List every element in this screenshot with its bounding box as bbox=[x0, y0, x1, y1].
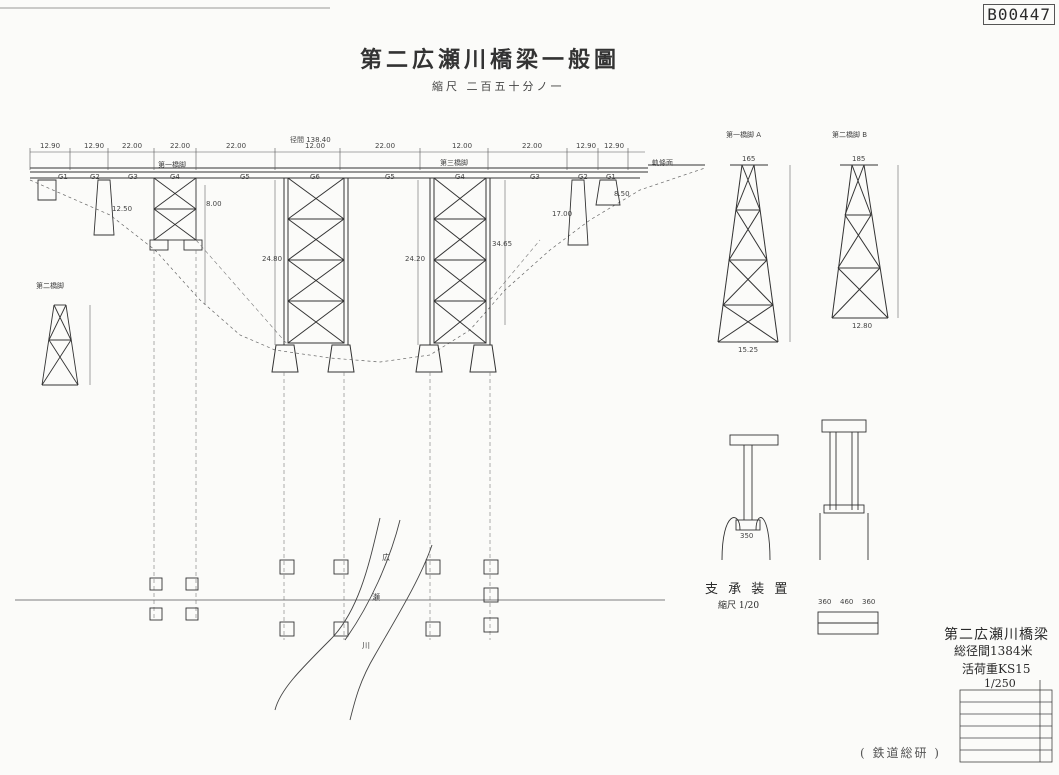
bearing-title: 支 承 装 置 bbox=[705, 582, 791, 597]
girder-label-6: G6 bbox=[310, 173, 320, 181]
span-label-2: 12.90 bbox=[84, 142, 105, 150]
girder-label-5: G5 bbox=[240, 173, 250, 181]
bent-1-truss bbox=[149, 177, 203, 251]
span-label-4: 22.00 bbox=[170, 142, 191, 150]
bearing-scale: 縮尺 1/20 bbox=[718, 601, 760, 611]
span-label-8: 12.00 bbox=[452, 142, 473, 150]
bent-1-label: 第一橋脚 bbox=[158, 161, 186, 169]
river-label-2: 瀬 bbox=[372, 593, 380, 602]
river-banks bbox=[274, 517, 433, 721]
tower-3-label: 第三橋脚 bbox=[440, 159, 468, 167]
pier-height-7: 8.50 bbox=[614, 190, 630, 198]
drawing-scale: 縮尺 二百五十分ノ一 bbox=[432, 80, 565, 93]
pier-height-2: 8.00 bbox=[206, 200, 222, 208]
drawing-title: 第二広瀬川橋梁一般圖 bbox=[360, 47, 621, 73]
span-label-11: 12.90 bbox=[604, 142, 625, 150]
title-block-scale: 1/250 bbox=[984, 677, 1016, 690]
span-label-3: 22.00 bbox=[122, 142, 143, 150]
side-view-b-top-dim: 185 bbox=[852, 155, 866, 163]
ground-profile bbox=[29, 167, 706, 363]
span-label-9: 22.00 bbox=[522, 142, 543, 150]
span-dimension-line bbox=[29, 148, 645, 170]
tower-2-truss bbox=[271, 177, 355, 373]
title-block-frame bbox=[959, 680, 1053, 763]
rail-level-label: 軌條面 bbox=[652, 159, 673, 167]
bearing-dim-3: 460 bbox=[840, 598, 854, 606]
bearing-dim-2: 360 bbox=[818, 598, 832, 606]
dimension-ticks bbox=[89, 165, 899, 385]
total-span-label: 径間 138.40 bbox=[290, 136, 331, 144]
girder-label-2: G2 bbox=[90, 173, 100, 181]
pier-height-4: 24.20 bbox=[405, 255, 426, 263]
plan-footings bbox=[149, 559, 499, 637]
girder-label-7: G5 bbox=[385, 173, 395, 181]
girder-label-11: G1 bbox=[606, 173, 616, 181]
span-label-7: 22.00 bbox=[375, 142, 396, 150]
side-view-a-tower bbox=[717, 164, 779, 343]
title-block-load: 活荷重KS15 bbox=[962, 662, 1031, 676]
river-label-1: 広 bbox=[382, 553, 390, 562]
title-block-name: 第二広瀬川橋梁 bbox=[944, 627, 1049, 643]
span-label-10: 12.90 bbox=[576, 142, 597, 150]
girder-label-3: G3 bbox=[128, 173, 138, 181]
girder-label-8: G4 bbox=[455, 173, 465, 181]
side-view-a-base-dim: 15.25 bbox=[738, 346, 759, 354]
bearing-detail bbox=[721, 419, 879, 635]
footer-note: ( 鉄道総研 ) bbox=[860, 746, 941, 760]
pier-height-1: 12.50 bbox=[112, 205, 133, 213]
pier-height-5: 34.65 bbox=[492, 240, 513, 248]
river-label-3: 川 bbox=[362, 641, 370, 650]
girder-label-4: G4 bbox=[170, 173, 180, 181]
side-view-a-label: 第一橋脚 A bbox=[726, 131, 762, 139]
pier-height-3: 24.80 bbox=[262, 255, 283, 263]
span-label-6: 12.00 bbox=[305, 142, 326, 150]
side-view-b-base-dim: 12.80 bbox=[852, 322, 873, 330]
bearing-dim-1: 350 bbox=[740, 532, 754, 540]
bearing-dim-4: 360 bbox=[862, 598, 876, 606]
small-piers bbox=[37, 179, 621, 246]
guide-lines bbox=[153, 239, 541, 640]
bent-detail-label: 第二橋脚 bbox=[36, 282, 64, 290]
girder-label-9: G3 bbox=[530, 173, 540, 181]
pier-height-6: 17.00 bbox=[552, 210, 573, 218]
side-view-b-label: 第二橋脚 B bbox=[832, 131, 868, 139]
span-label-5: 22.00 bbox=[226, 142, 247, 150]
bent-detail-left bbox=[41, 304, 79, 386]
girder-label-1: G1 bbox=[58, 173, 68, 181]
title-block-span: 総径間1384米 bbox=[954, 644, 1033, 658]
tower-3-truss bbox=[415, 177, 497, 373]
span-label-1: 12.90 bbox=[40, 142, 61, 150]
girder-label-10: G2 bbox=[578, 173, 588, 181]
side-view-a-top-dim: 165 bbox=[742, 155, 756, 163]
document-number: B00447 bbox=[983, 4, 1055, 25]
side-view-b-tower bbox=[831, 164, 889, 319]
